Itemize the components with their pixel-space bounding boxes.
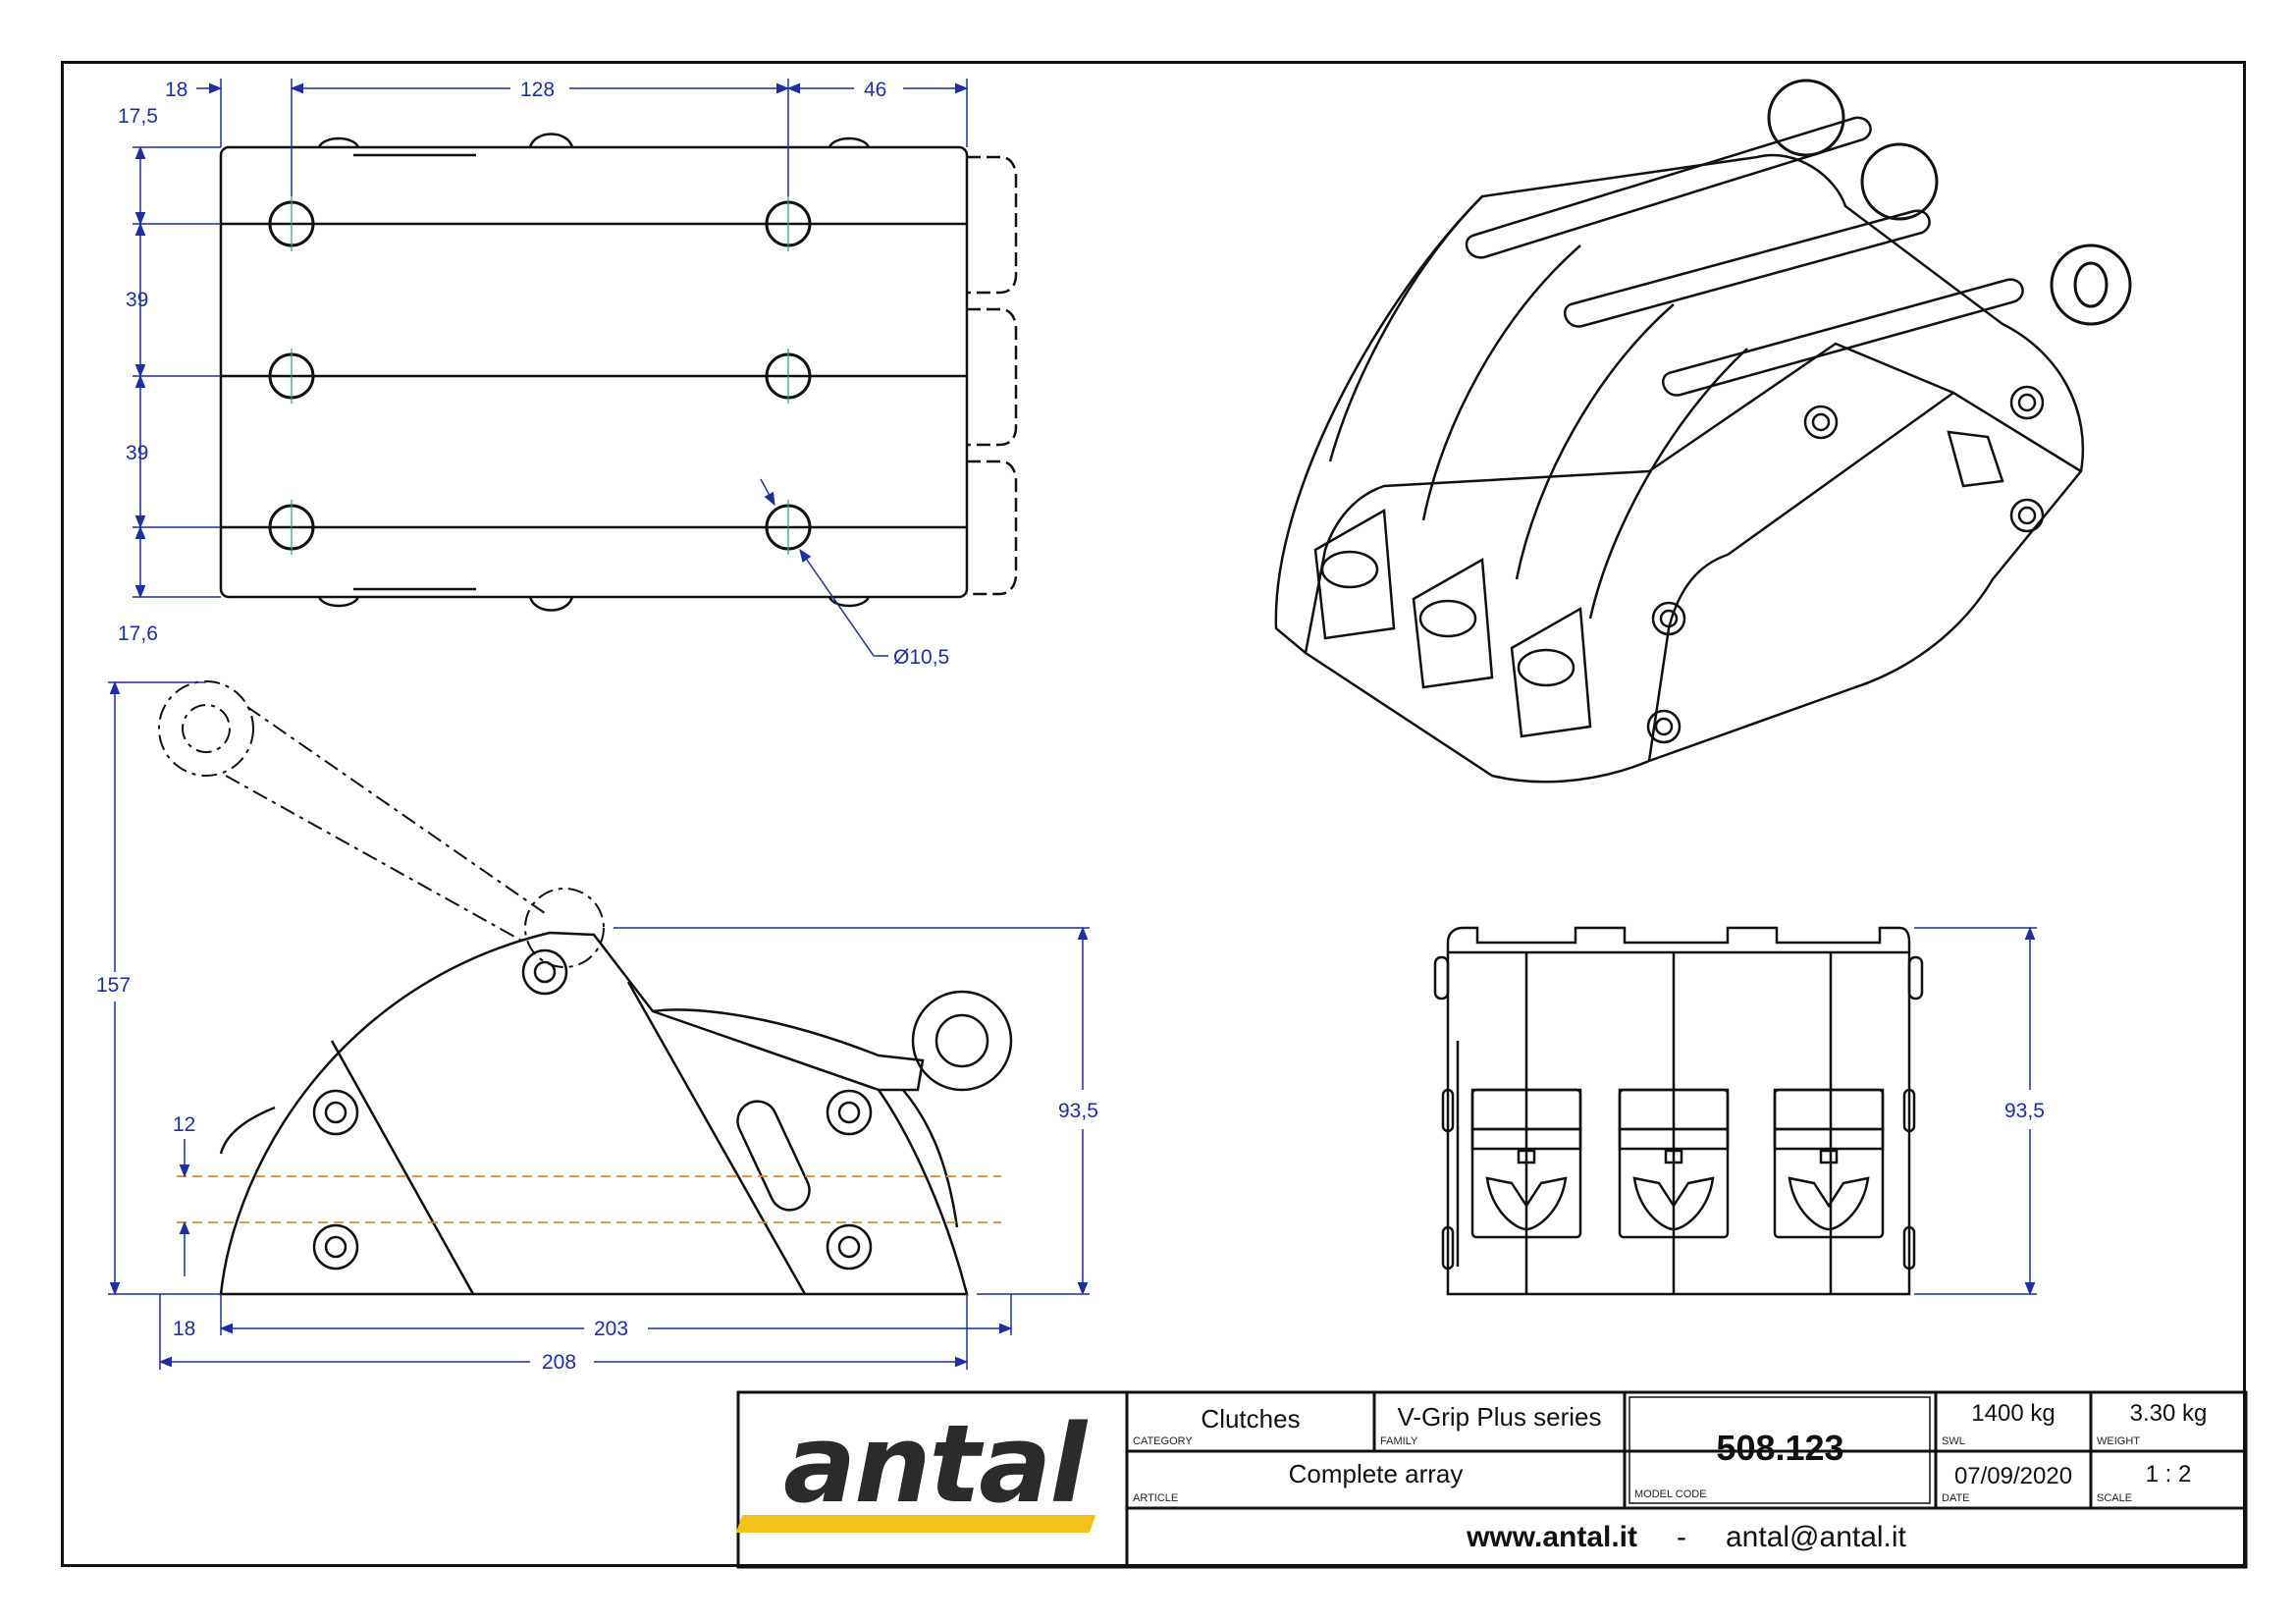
- top-view-dimensions: [133, 79, 969, 657]
- front-view: [1433, 926, 1924, 1296]
- dim-overall-width: 208: [542, 1351, 576, 1374]
- dim-rope-lower: 18: [173, 1318, 195, 1340]
- weight-cell: 3.30 kg WEIGHT: [2091, 1392, 2246, 1451]
- scale-label: SCALE: [2097, 1492, 2133, 1504]
- date-label: DATE: [1942, 1492, 1970, 1504]
- family-value: V-Grip Plus series: [1397, 1402, 1602, 1432]
- scale-cell: 1 : 2 SCALE: [2091, 1451, 2246, 1508]
- website-link[interactable]: www.antal.it: [1467, 1521, 1637, 1553]
- category-label: CATEGORY: [1133, 1435, 1193, 1447]
- brand-logo-text: antal: [783, 1401, 1087, 1527]
- article-cell: Complete array ARTICLE: [1127, 1451, 1625, 1508]
- title-block-grid: [736, 1390, 2248, 1569]
- date-value: 07/09/2020: [1953, 1463, 2073, 1489]
- brand-logo: antal: [735, 1401, 1109, 1546]
- dim-rope-upper: 12: [173, 1113, 195, 1136]
- email-link[interactable]: antal@antal.it: [1726, 1521, 1906, 1553]
- date-cell: 07/09/2020 DATE: [1936, 1451, 2091, 1508]
- swl-cell: 1400 kg SWL: [1936, 1392, 2091, 1451]
- dim-bottom-edge: 17,6: [118, 622, 158, 645]
- dim-top-left-margin: 18: [165, 79, 187, 101]
- scale-value: 1 : 2: [2145, 1461, 2192, 1488]
- brand-logo-stripe: [735, 1515, 1096, 1533]
- family-cell: V-Grip Plus series FAMILY: [1374, 1392, 1625, 1451]
- isometric-view: [1274, 79, 2132, 784]
- dim-row-1: 39: [126, 289, 148, 311]
- side-view: [158, 680, 1013, 1296]
- dim-row-2: 39: [126, 442, 148, 464]
- top-view: [219, 133, 1018, 612]
- model-code-value: 508.123: [1716, 1428, 1844, 1468]
- side-view-dimensions: [108, 680, 1090, 1370]
- dim-hole-spacing: 128: [520, 79, 555, 101]
- swl-label: SWL: [1942, 1435, 1965, 1447]
- weight-value: 3.30 kg: [2129, 1400, 2208, 1427]
- swl-value: 1400 kg: [1971, 1400, 2056, 1427]
- weight-label: WEIGHT: [2097, 1435, 2140, 1447]
- category-cell: Clutches CATEGORY: [1127, 1392, 1374, 1451]
- article-label: ARTICLE: [1133, 1492, 1179, 1504]
- dim-side-body-height: 93,5: [1058, 1100, 1098, 1122]
- contact-separator: -: [1677, 1521, 1686, 1553]
- category-value: Clutches: [1201, 1404, 1301, 1434]
- dim-top-edge: 17,5: [118, 105, 158, 128]
- article-value: Complete array: [1288, 1459, 1464, 1488]
- dim-total-height: 157: [96, 974, 131, 997]
- front-view-dimensions: [1914, 926, 2037, 1296]
- model-code-label: MODEL CODE: [1634, 1488, 1707, 1500]
- model-code-cell: 508.123 MODEL CODE: [1625, 1392, 1936, 1508]
- dim-right-extension: 46: [864, 79, 886, 101]
- contact-row: www.antal.it - antal@antal.it: [1127, 1508, 2246, 1567]
- dim-hole-diameter: Ø10,5: [893, 646, 949, 669]
- dim-base-width: 203: [594, 1318, 628, 1340]
- family-label: FAMILY: [1380, 1435, 1418, 1447]
- dim-front-body-height: 93,5: [2004, 1100, 2045, 1122]
